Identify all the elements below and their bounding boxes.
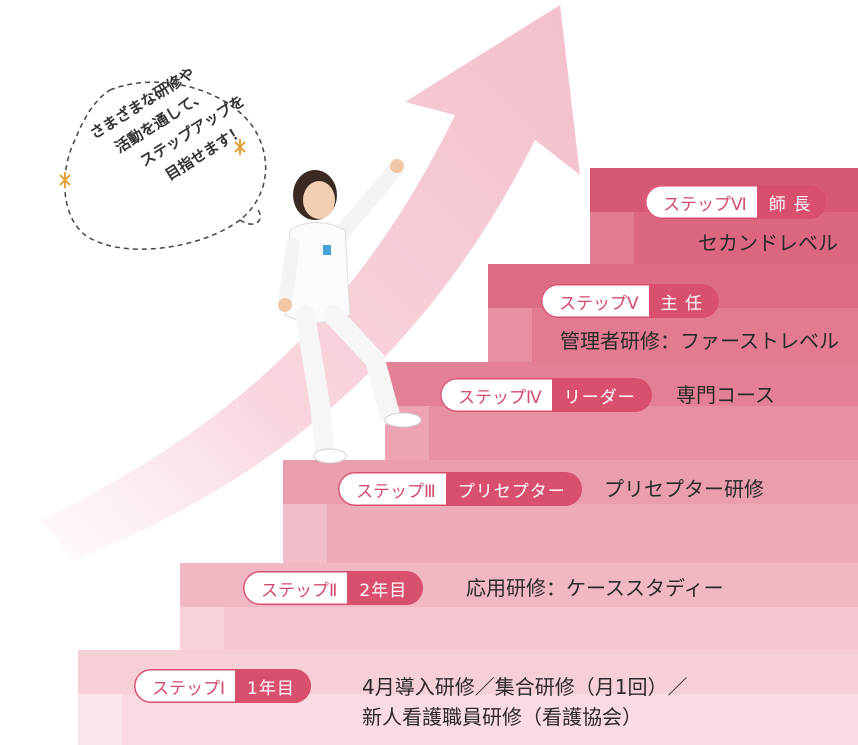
step-badge-5: ステップⅤ 主 任 — [541, 284, 720, 318]
step-name: ステップⅣ — [458, 387, 542, 408]
step-desc-3: プリセプター研修 — [604, 474, 764, 504]
arrow-shape — [40, 5, 580, 560]
step-badge-6: ステップⅥ 師 長 — [645, 185, 828, 219]
step-desc-line: 新人看護職員研修（看護協会） — [362, 705, 642, 729]
step-role: 2年目 — [347, 571, 424, 605]
step-desc-6: セカンドレベル — [698, 228, 838, 258]
step-desc-5: 管理者研修：ファーストレベル — [560, 326, 839, 356]
step-desc-2: 応用研修：ケーススタディー — [466, 573, 724, 603]
step-role: 師 長 — [756, 185, 828, 219]
stair-step-2 — [180, 563, 858, 650]
step-desc-line: セカンドレベル — [698, 231, 838, 255]
step-badge-2: ステップⅡ 2年目 — [243, 571, 424, 605]
step-desc-1: 4月導入研修／集合研修（月1回）／ 新人看護職員研修（看護協会） — [362, 672, 687, 732]
step-name: ステップⅤ — [559, 293, 639, 314]
step-desc-line: 応用研修：ケーススタディー — [466, 576, 724, 600]
step-role: 主 任 — [648, 284, 720, 318]
step-desc-4: 専門コース — [676, 380, 775, 410]
step-role: リーダー — [551, 378, 652, 412]
step-desc-line: 4月導入研修／集合研修（月1回）／ — [362, 675, 688, 699]
step-badge-1: ステップⅠ 1年目 — [134, 669, 311, 703]
step-role: プリセプター — [445, 472, 582, 506]
step-name: ステップⅢ — [356, 481, 436, 502]
step-name: ステップⅡ — [261, 580, 338, 601]
speech-bubble — [59, 81, 267, 250]
step-name: ステップⅥ — [663, 194, 747, 215]
sparkle-icon — [59, 139, 246, 188]
step-badge-4: ステップⅣ リーダー — [440, 378, 652, 412]
step-role: 1年目 — [235, 669, 311, 703]
step-name: ステップⅠ — [152, 678, 226, 699]
nurse-illustration — [278, 159, 422, 464]
step-desc-line: プリセプター研修 — [604, 477, 764, 501]
step-badge-3: ステップⅢ プリセプター — [338, 472, 582, 506]
step-desc-line: 管理者研修：ファーストレベル — [560, 329, 839, 353]
step-desc-line: 専門コース — [676, 383, 775, 407]
